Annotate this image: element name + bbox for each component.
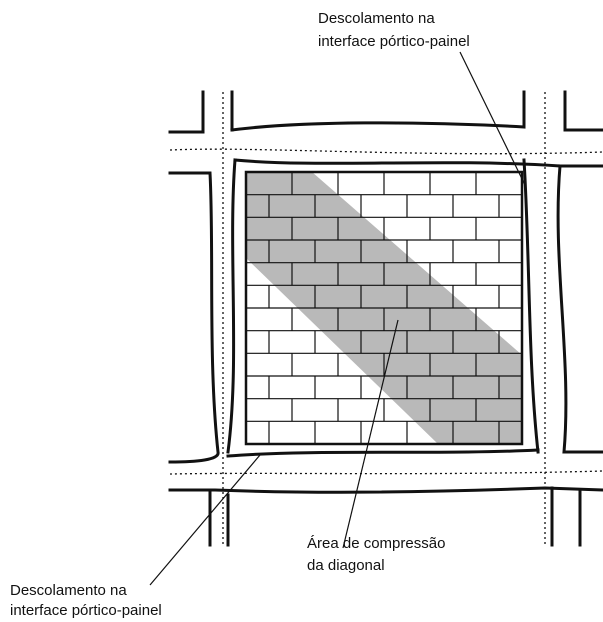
deformed-frame (168, 90, 603, 547)
bottom-debonding-label-line1: Descolamento na (10, 582, 127, 599)
top-debonding-label-line1: Descolamento na (318, 10, 435, 27)
leader-lines (149, 51, 526, 586)
brick-courses (246, 172, 522, 444)
compression-area-label-line2: da diagonal (307, 557, 385, 574)
bottom-debonding-label-line2: interface pórtico-painel (10, 602, 162, 619)
frame-centerlines (169, 92, 603, 545)
infill-panel-outline (244, 170, 524, 446)
infill-panel (246, 172, 522, 444)
top-debonding-label-line2: interface pórtico-painel (318, 33, 470, 50)
compression-area-label-line1: Área de compressão (307, 535, 445, 552)
